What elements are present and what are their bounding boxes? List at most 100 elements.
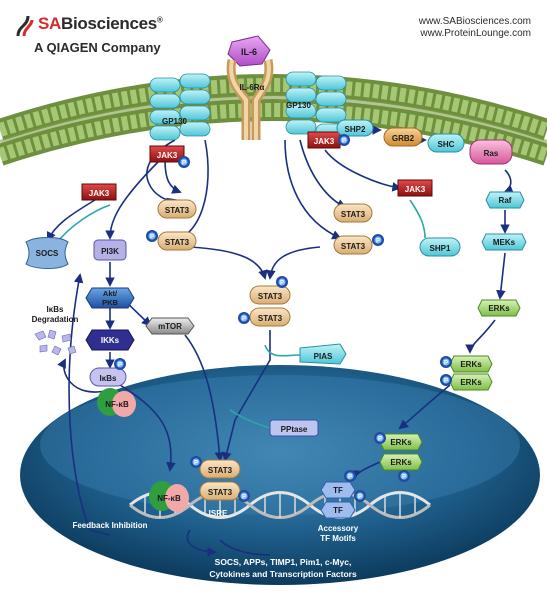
svg-text:PIAS: PIAS (314, 352, 333, 361)
il6-ligand: IL-6 (227, 35, 271, 67)
gp130-left (149, 73, 211, 141)
jak3-node-c: JAK3 (307, 131, 341, 149)
svg-text:P: P (376, 239, 380, 245)
stat3-dimer-cytoplasm: STAT3 STAT3 (249, 285, 291, 327)
jak3-node-a: JAK3 (149, 145, 185, 163)
svg-text:STAT3: STAT3 (341, 242, 366, 251)
gp130-right (285, 71, 347, 139)
tf-node-2: TF (320, 501, 356, 519)
svg-text:Ras: Ras (484, 149, 499, 158)
svg-text:P: P (444, 361, 448, 367)
accessory-label: Accessory (318, 524, 359, 533)
svg-text:STAT3: STAT3 (208, 466, 233, 475)
isre-label: ISRE (209, 509, 228, 518)
svg-text:ERKs: ERKs (460, 360, 482, 369)
feedback-inhibition-label: Feedback Inhibition (72, 521, 147, 530)
svg-text:IκBs: IκBs (47, 305, 64, 314)
shp2-node: SHP2 (336, 119, 374, 137)
svg-text:GRB2: GRB2 (392, 134, 415, 143)
gp130-left-label: GP130 (162, 117, 187, 126)
svg-text:PI3K: PI3K (101, 247, 119, 256)
pptase-node: PPtase (269, 419, 319, 437)
svg-text:JAK3: JAK3 (405, 185, 426, 194)
erks-dimer-cytoplasm: ERKs ERKs (449, 355, 493, 391)
jak3-node-b: JAK3 (81, 183, 117, 201)
svg-text:P: P (194, 461, 198, 467)
il6ra-receptor: IL-6Rα (226, 59, 274, 140)
svg-text:STAT3: STAT3 (165, 206, 190, 215)
akt-pkb-node: Akt/ PKB (85, 287, 135, 309)
nfkb-cytoplasm: NF-κB (97, 388, 136, 417)
svg-text:P: P (342, 139, 346, 145)
tf-motifs-label: TF Motifs (320, 534, 356, 543)
svg-text:IKKs: IKKs (101, 336, 120, 345)
brand-subtitle: A QIAGEN Company (34, 40, 161, 55)
svg-text:P: P (150, 235, 154, 241)
svg-text:NF-κB: NF-κB (157, 494, 181, 503)
svg-text:SHP2: SHP2 (345, 125, 366, 134)
shc-node: SHC (427, 133, 465, 153)
svg-text:PPtase: PPtase (281, 425, 308, 434)
tf-node-1: TF (320, 481, 356, 499)
il6ra-label: IL-6Rα (240, 83, 265, 92)
brand-name: SABiosciences® (38, 14, 163, 33)
target-genes-label-1: SOCS, APPs, TIMP1, Pim1, c-Myc, (215, 557, 352, 567)
stat3-dimer-nucleus: STAT3 STAT3 (199, 459, 241, 501)
svg-text:P: P (444, 379, 448, 385)
svg-text:IκBs: IκBs (100, 374, 117, 383)
website-url[interactable]: www.SABiosciences.com (418, 16, 531, 27)
svg-text:STAT3: STAT3 (258, 292, 283, 301)
svg-text:STAT3: STAT3 (208, 488, 233, 497)
ras-node: Ras (469, 139, 513, 165)
website-url-secondary[interactable]: www.ProteinLounge.com (420, 28, 531, 39)
ikks-node: IKKs (85, 329, 135, 351)
svg-text:P: P (242, 317, 246, 323)
mtor-node: mTOR (145, 317, 195, 335)
svg-text:JAK3: JAK3 (89, 189, 110, 198)
grb2-node: GRB2 (383, 127, 423, 147)
svg-text:P: P (182, 161, 186, 167)
il6-label: IL-6 (241, 47, 257, 57)
phosphate-markers: P P P P P P P P P P P P P P P (114, 134, 452, 502)
pathway-arrows (46, 125, 514, 557)
gp130-right-label: GP130 (286, 101, 311, 110)
svg-text:Degradation: Degradation (32, 315, 79, 324)
svg-text:P: P (348, 475, 352, 481)
svg-text:STAT3: STAT3 (258, 314, 283, 323)
svg-text:TF: TF (333, 506, 343, 515)
ikbs-degradation: IκBs Degradation (32, 305, 79, 356)
target-genes-label-2: Cytokines and Transcription Factors (209, 569, 357, 579)
svg-text:ERKs: ERKs (390, 458, 412, 467)
svg-text:P: P (358, 495, 362, 501)
svg-text:JAK3: JAK3 (314, 137, 335, 146)
svg-text:Akt/: Akt/ (103, 289, 118, 298)
svg-text:ERKs: ERKs (390, 438, 412, 447)
ikbs-node: IκBs (89, 367, 127, 387)
svg-text:MEKs: MEKs (493, 238, 516, 247)
svg-text:ERKs: ERKs (488, 304, 510, 313)
svg-text:STAT3: STAT3 (165, 238, 190, 247)
svg-text:ERKs: ERKs (460, 378, 482, 387)
pias-node: PIAS (299, 343, 347, 365)
svg-text:Raf: Raf (499, 196, 512, 205)
stat3-right-top: STAT3 (333, 203, 373, 223)
meks-node: MEKs (481, 233, 527, 251)
svg-text:mTOR: mTOR (158, 322, 182, 331)
erks-node-1: ERKs (477, 299, 521, 317)
jak3-node-d: JAK3 (397, 179, 433, 197)
svg-text:SOCS: SOCS (36, 249, 59, 258)
shp1-node: SHP1 (419, 237, 461, 257)
brand-logo-icon (16, 15, 34, 37)
svg-text:SHP1: SHP1 (430, 244, 451, 253)
nfkb-nucleus: NF-κB (149, 481, 189, 512)
svg-text:P: P (242, 495, 246, 501)
svg-text:P: P (402, 475, 406, 481)
svg-text:JAK3: JAK3 (157, 151, 178, 160)
svg-text:P: P (378, 437, 382, 443)
cell-membrane (0, 74, 547, 166)
raf-node: Raf (485, 191, 525, 209)
stat3-left-bottom: STAT3 (157, 231, 197, 251)
stat3-right-bottom: STAT3 (333, 235, 373, 255)
